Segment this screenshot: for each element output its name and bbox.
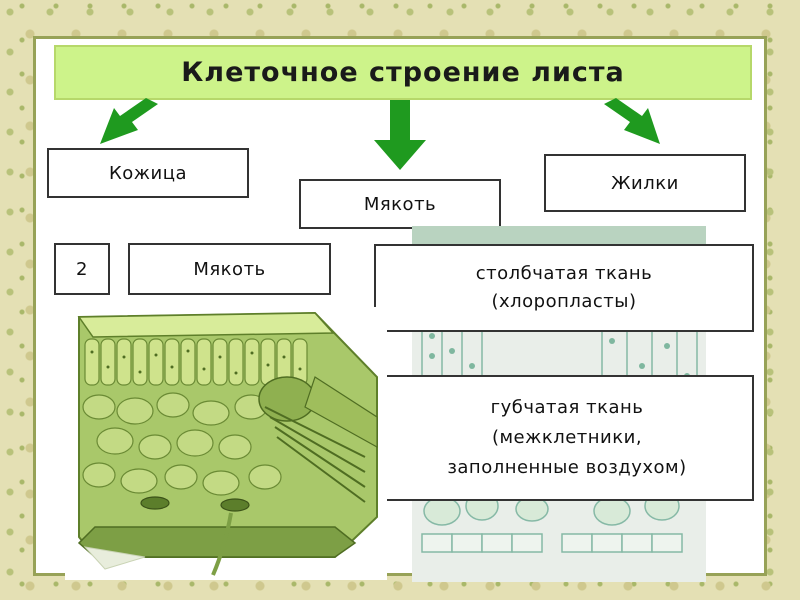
skin-box: Кожица [47,148,249,198]
columnar-line-1: столбчатая ткань [475,263,653,284]
arrow-down-left-icon [100,98,158,144]
spongy-line-2: (межклетники, [491,427,643,448]
number-label: 2 [76,258,88,280]
arrow-down-right-icon [604,98,660,144]
pulp-box-2: Мякоть [128,243,331,295]
arrow-down-icon [374,100,426,170]
veins-box: Жилки [544,154,746,212]
spongy-line-3: заполненные воздухом) [447,457,687,478]
title-banner: Клеточное строение листа [54,45,752,100]
pulp-box: Мякоть [299,179,501,229]
veins-label: Жилки [611,172,679,194]
number-box: 2 [54,243,110,295]
leaf-cross-section-image [65,307,387,580]
skin-label: Кожица [109,162,187,184]
spongy-tissue-box: губчатая ткань (межклетники, заполненные… [380,375,754,501]
spongy-line-1: губчатая ткань [490,397,644,418]
pulp-label: Мякоть [363,193,437,215]
columnar-tissue-box: столбчатая ткань (хлоропласты) [374,244,754,332]
bottom-strip [33,578,767,588]
pulp-label-2: Мякоть [193,258,266,280]
page-title: Клеточное строение листа [181,57,625,88]
columnar-line-2: (хлоропласты) [491,291,637,312]
